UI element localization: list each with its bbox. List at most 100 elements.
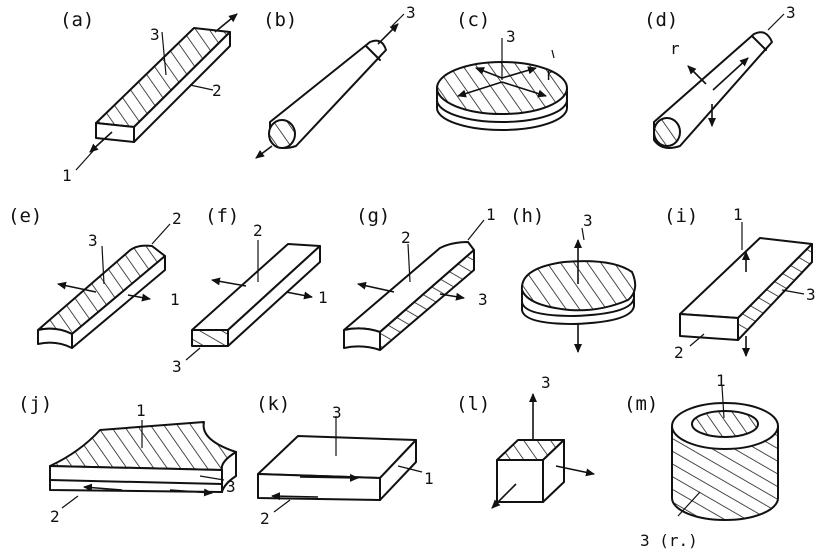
panel-label: (i) [664,205,698,227]
leader-line [101,245,105,285]
panel-label: (g) [356,205,390,227]
axis-label: 2 [253,221,263,240]
axis-label: 2 [674,343,684,362]
disc-top-hatch [437,62,567,114]
axis-arrow [271,492,319,501]
bar-end-face [37,327,73,349]
panel-j: (j) 1 3 2 [18,393,237,526]
slab-top-hatch [50,422,236,470]
axis-arrow [475,67,503,79]
cube-side-face [542,439,565,503]
panel-label: (l) [456,393,490,415]
leader-line [781,289,805,295]
axis-arrow [214,13,238,33]
axis-arrow [299,473,359,482]
axis-arrow [439,292,465,301]
rod-cross-section-hatch [269,120,295,148]
axis-label: r [545,65,555,84]
slab-side-face [220,451,237,493]
slab-stripe [49,479,223,485]
axis-label: 1 [318,288,328,307]
panel-m: (m) 1 3 (r.) [624,371,779,550]
axis-label: 3 [786,3,796,22]
panel-label: (m) [624,393,658,415]
leader-line [189,84,214,91]
tube-bore-hatch [692,411,758,437]
leader-line [151,223,171,245]
bar-end-hatch [192,330,228,346]
leader-line [199,475,225,481]
axis-label: 1 [170,290,180,309]
axis-label: 3 [541,373,551,392]
panel-e: (e) 3 2 1 [8,205,182,349]
tube-wall-hatch [672,426,778,520]
axis-label: 2 [260,509,270,528]
axis-arrow [357,281,395,293]
bar-top-hatch [96,28,230,127]
leader-line [767,13,785,31]
leader-line [273,499,291,513]
axis-label: 2 [50,507,60,526]
axis-label: 2 [172,209,182,228]
leader-line [407,243,411,283]
axis-arrow [501,81,547,98]
panel-l: (l) 3 [456,373,595,509]
leader-line [467,219,485,241]
axis-label: 3 [88,231,98,250]
panel-label: (j) [18,393,52,415]
leader-line [689,333,705,347]
axis-label: 3 [172,357,182,376]
axis-arrow [687,65,707,85]
blob-top-hatch [521,261,636,311]
axis-label: 1 [424,469,434,488]
panel-label: (a) [60,9,94,31]
panel-label: (k) [256,393,290,415]
axis-arrow [83,483,123,492]
leader-line [397,465,423,473]
leader-line [677,491,701,517]
axis-label: 3 [583,211,593,230]
leader-line [161,31,167,76]
axis-label: 1 [486,205,496,224]
panel-d: (d) 3 r [644,3,796,149]
bar-end-face [343,327,381,351]
axis-label: 3 [226,477,236,496]
axis-arrow [712,57,749,91]
bar-end-face [95,122,135,143]
axis-label: 3 [478,290,488,309]
axis-arrow [211,277,247,287]
panel-g: (g) 1 2 3 [343,205,496,351]
panel-k: (k) 3 1 2 [256,393,434,528]
axis-arrow [127,293,151,302]
panel-a: (a) 3 2 1 [60,9,238,185]
panel-f: (f) 2 1 3 [172,205,328,376]
leader-line [75,149,95,171]
axis-arrow [555,465,595,477]
panel-i: (i) 1 3 2 [664,205,816,362]
leader-line [61,495,79,509]
axis-arrow [169,488,213,497]
axis-label: r [670,39,680,58]
panel-h: (h) 3 [510,205,637,353]
axis-label: 2 [401,228,411,247]
axis-label: 1 [62,166,72,185]
panel-label: (f) [205,205,239,227]
axis-arrow [255,145,273,159]
panel-label: (b) [263,9,297,31]
panel-label: (c) [456,9,490,31]
rod-end-band [365,45,381,61]
bar-end-face [679,313,739,341]
axis-label: 3 [506,27,516,46]
slab-side-face [379,439,417,501]
axis-arrow [89,131,113,153]
axis-label: 3 [406,3,416,22]
panel-label: (e) [8,205,42,227]
leader-line [185,347,201,361]
leader-line [721,385,725,419]
panel-b: (b) 3 [255,3,416,159]
axis-label: 3 (r.) [640,531,698,550]
axis-arrow [457,81,503,98]
rod-end-band [751,35,767,51]
bar-side-hatch [380,250,474,350]
